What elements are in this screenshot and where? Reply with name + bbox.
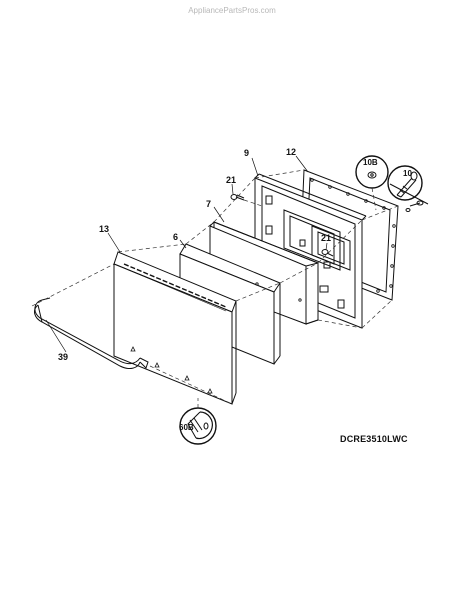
part-39-door-handle	[34, 297, 149, 370]
leader-lines	[45, 155, 328, 353]
label-part-7: 7	[206, 199, 211, 209]
label-part-60B: 60B	[179, 423, 194, 432]
label-part-9: 9	[244, 148, 249, 158]
watermark: AppliancePartsPros.com	[188, 6, 276, 15]
part-13-outer-door-panel	[113, 251, 237, 405]
label-part-10: 10	[403, 169, 412, 178]
label-part-6: 6	[173, 232, 178, 242]
label-part-13: 13	[99, 224, 109, 234]
part-10-installed-screw	[405, 200, 424, 212]
label-part-21-lower: 21	[321, 233, 331, 243]
part-21-screw-lower	[321, 249, 334, 257]
label-part-12: 12	[286, 147, 296, 157]
assembly-dashed-lines	[31, 169, 399, 408]
part-10-screw	[387, 165, 429, 205]
label-part-39: 39	[58, 352, 68, 362]
label-part-21-upper: 21	[226, 175, 236, 185]
part-21-screw-upper	[230, 194, 245, 201]
model-number: DCRE3510LWC	[340, 434, 408, 444]
small-fasteners	[130, 282, 302, 394]
label-part-10B: 10B	[363, 158, 378, 167]
